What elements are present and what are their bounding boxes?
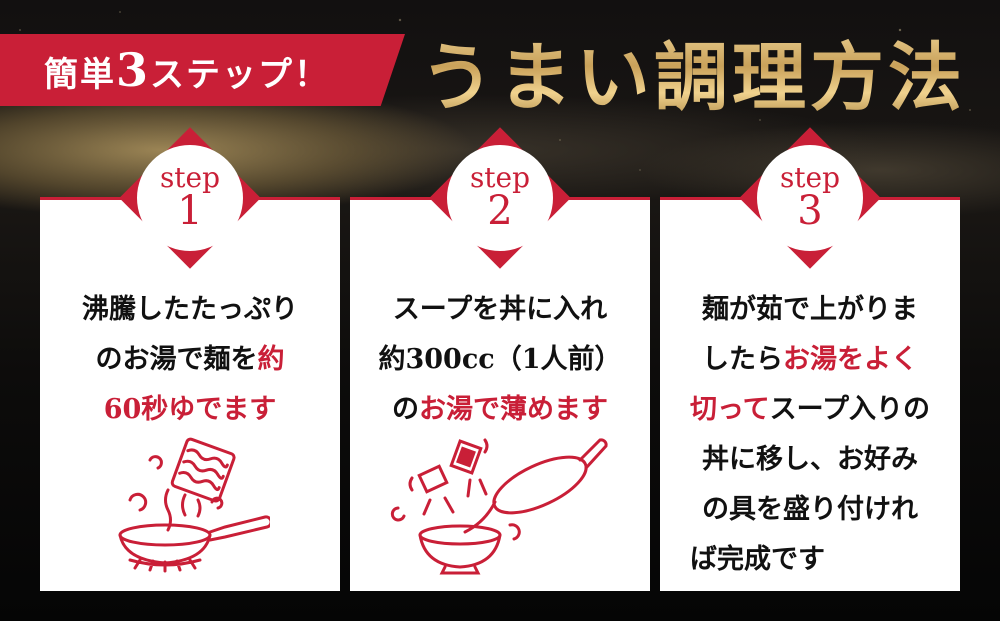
highlight-text: 約 xyxy=(257,344,285,375)
text: スープを丼に入れ xyxy=(392,294,608,325)
highlight-text: お湯で薄めます xyxy=(419,394,608,425)
step-description: 麺が茹で上がりま したらお湯をよく 切ってスープ入りの 丼に移し、お好み の具を… xyxy=(660,285,960,585)
text: の具を盛り付けれ xyxy=(702,494,918,525)
highlight-text: お湯をよく xyxy=(783,344,918,375)
banner-number: 3 xyxy=(116,43,151,97)
banner-prefix: 簡単 xyxy=(44,55,116,95)
step-badge-3: step 3 xyxy=(757,145,863,251)
step-description: スープを丼に入れ 約300cc（1人前） のお湯で薄めます xyxy=(350,285,650,435)
page-title: うまい調理方法 xyxy=(420,18,966,125)
step-label: step xyxy=(779,161,841,194)
highlight-text: 60秒ゆでます xyxy=(103,394,277,425)
text: の xyxy=(392,394,419,425)
text: ば完成です xyxy=(690,544,825,575)
text: スープ入りの xyxy=(769,394,931,425)
step-label: step xyxy=(469,161,531,194)
text: のお湯で麺を xyxy=(95,344,258,375)
step-badge-2: step 2 xyxy=(447,145,553,251)
banner-text: 簡単3ステップ！ xyxy=(44,43,330,97)
step-description: 沸騰したたっぷり のお湯で麺を約 60秒ゆでます xyxy=(40,285,340,435)
text: したら xyxy=(702,344,783,375)
banner-suffix: ステップ！ xyxy=(150,55,331,95)
text: 約300cc（1人前） xyxy=(378,344,622,375)
text: 丼に移し、お好み xyxy=(702,444,918,475)
step-number: 1 xyxy=(177,188,203,234)
text: 沸騰したたっぷり xyxy=(82,294,298,325)
step-number: 3 xyxy=(797,188,823,234)
step-number: 2 xyxy=(487,188,513,234)
highlight-text: 切って xyxy=(689,394,770,425)
pouring-soup-into-bowl-icon xyxy=(390,438,608,575)
header-banner: 簡単3ステップ！ xyxy=(0,34,405,106)
pan-on-stove-with-noodles-icon xyxy=(118,437,270,573)
text: 麺が茹で上がりま xyxy=(702,294,918,325)
step-card-1: 沸騰したたっぷり のお湯で麺を約 60秒ゆでます xyxy=(40,197,340,591)
step-label: step xyxy=(159,161,221,194)
step-badge-1: step 1 xyxy=(137,145,243,251)
